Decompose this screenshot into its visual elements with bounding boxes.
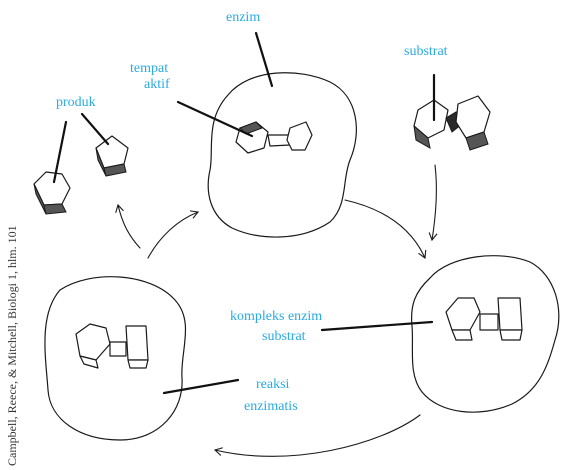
leader-kompleks [320,320,434,332]
leader-produk-1 [52,120,68,184]
leader-reaksi [162,378,240,395]
product-molecule-1-icon [33,171,71,215]
label-enzim: enzim [226,10,260,25]
source-credit: Campbell, Reece, & Mitchell, Biologi 1, … [5,225,19,466]
enzyme-substrate-complex-shape [410,255,560,413]
label-kompleks-2: substrat [262,329,306,344]
complex-molecule-icon [445,297,523,341]
reaction-molecule-icon [75,323,149,369]
arrow-substrate-to-complex [344,199,427,260]
label-tempat-1: tempat [130,61,168,76]
active-site-icon [235,121,313,154]
product-molecule-2-icon [95,135,129,177]
label-tempat-2: aktif [144,77,170,92]
enzyme-shape-top [207,72,357,238]
label-produk: produk [56,95,96,110]
leader-enzim [254,31,274,88]
label-reaksi-1: reaksi [256,377,290,392]
arrow-complex-to-bottom [213,414,421,457]
leader-produk-2 [80,112,110,146]
label-substrat: substrat [404,44,448,59]
arrow-bottom-to-product [115,203,141,249]
leader-tempat-aktif [176,100,254,138]
label-kompleks-1: kompleks enzim [230,309,322,324]
arrow-bottom-to-enzyme [147,210,200,259]
arrow-substrate-entry [428,164,438,242]
label-reaksi-2: enzimatis [244,399,298,414]
substrate-molecule-icon [413,95,491,151]
enzyme-shape-bottom [44,276,187,441]
